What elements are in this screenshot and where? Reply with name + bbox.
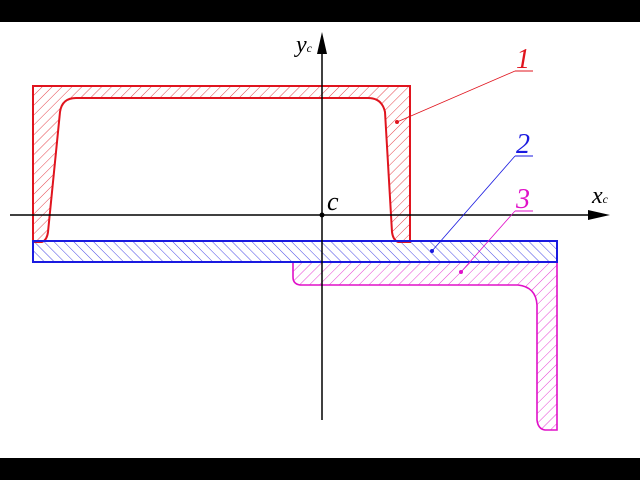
y-axis-arrow-icon [317, 32, 327, 54]
leader-1-dot [395, 120, 399, 124]
leader-3 [460, 210, 516, 273]
angle-section [292, 261, 558, 431]
channel-section [32, 85, 411, 243]
y-axis-label: yc [294, 32, 313, 58]
plate-section [32, 240, 558, 263]
y-axis-subscript: c [307, 41, 313, 55]
part-3-label: 3 [515, 184, 530, 215]
y-axis-letter: y [294, 32, 307, 58]
leader-2 [431, 155, 516, 252]
part-1-label: 1 [516, 44, 530, 75]
cross-section-diagram: yc xc c 1 2 3 [0, 22, 640, 458]
x-axis-label: xc [591, 183, 609, 209]
origin-point [319, 212, 325, 218]
x-axis-arrow-icon [588, 210, 610, 220]
x-axis-letter: x [591, 183, 603, 209]
leader-3-dot [459, 270, 463, 274]
part-2-label: 2 [516, 129, 530, 160]
x-axis-subscript: c [603, 192, 609, 206]
leader-2-dot [430, 249, 434, 253]
origin-label: c [327, 187, 339, 216]
leader-1 [396, 70, 516, 123]
